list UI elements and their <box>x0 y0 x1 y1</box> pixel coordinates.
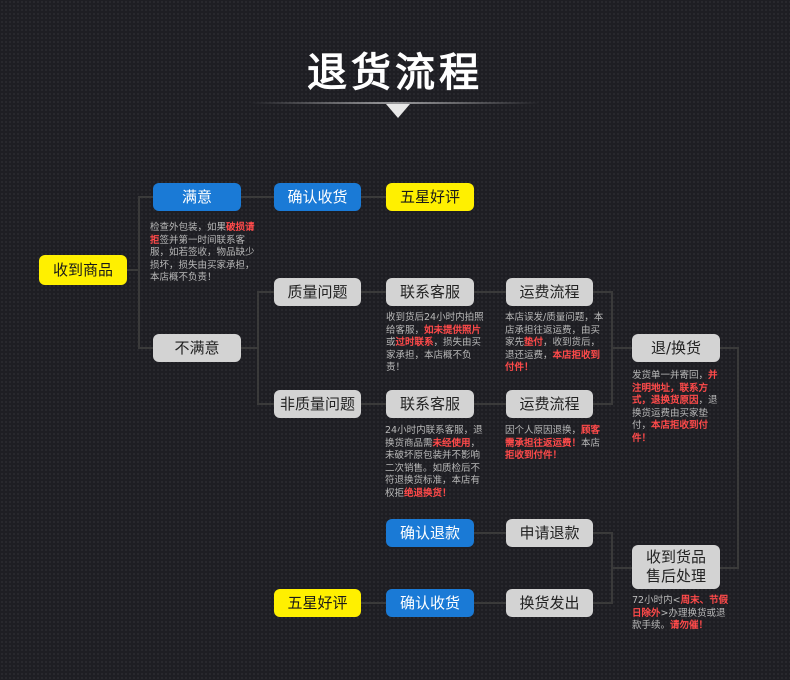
note-text: ，收到货后，退还运费， <box>505 337 601 361</box>
note-quality-cs: 收到货后24小时内拍照给客服，如未提供照片或过时联系，损失由买家承担，本店概不负… <box>386 312 488 375</box>
node-five-star-top: 五星好评 <box>386 183 474 211</box>
node-shipping-nonquality: 运费流程 <box>506 390 593 418</box>
note-text: 发货单一并寄回， <box>632 370 709 381</box>
note-satisfied: 检查外包装，如果破损请拒签并第一时间联系客服，如若签收，物品缺少损坏，损失由买家… <box>150 222 258 285</box>
title-divider <box>250 102 540 104</box>
page-title: 退货流程 <box>307 50 483 96</box>
node-return-exchange: 退/换货 <box>632 334 720 362</box>
note-text: 签并第一时间联系客服，如若签收，物品缺少损坏，损失由买家承担，本店概不负责！ <box>150 234 255 284</box>
node-shipping-quality: 运费流程 <box>506 278 593 306</box>
note-highlight-text: 请勿催！ <box>670 620 709 631</box>
note-text: 检查外包装，如果 <box>150 222 227 233</box>
note-text: 本店 <box>581 437 601 449</box>
node-five-star-bottom: 五星好评 <box>274 589 361 617</box>
note-highlight-text: 并注明地址，联系方式，退换货原因 <box>632 370 718 406</box>
after-sale-line2: 售后处理 <box>645 567 706 585</box>
node-unsatisfied: 不满意 <box>153 334 241 362</box>
note-highlight-text: 拒收到付件！ <box>505 450 563 461</box>
node-quality-issue: 质量问题 <box>274 278 361 306</box>
node-contact-cs-quality: 联系客服 <box>386 278 474 306</box>
note-highlight-text: 破损请拒 <box>150 222 255 246</box>
note-text: ，退换货运费由买家垫付， <box>632 395 718 431</box>
node-contact-cs-nonquality: 联系客服 <box>386 390 474 418</box>
note-text: 因个人原因退换， <box>505 425 582 436</box>
node-apply-refund: 申请退款 <box>506 519 593 547</box>
node-non-quality-issue: 非质量问题 <box>274 390 361 418</box>
node-confirm-refund: 确认退款 <box>386 519 474 547</box>
note-highlight-text: 未经使用 <box>432 437 471 449</box>
note-text: >办理换货或退款手续。 <box>632 607 726 632</box>
note-nonquality-cs: 24小时内联系客服，退换货商品需未经使用，未破坏原包装并不影响二次销售。如质检后… <box>385 425 489 500</box>
node-exchange-ship: 换货发出 <box>506 589 593 617</box>
node-confirm-receipt-top: 确认收货 <box>274 183 361 211</box>
note-return-exchange: 发货单一并寄回，并注明地址，联系方式，退换货原因，退换货运费由买家垫付，本店拒收… <box>632 370 724 445</box>
note-highlight-text: 本店拒收到付件！ <box>505 349 601 374</box>
title-arrow-icon <box>386 104 410 118</box>
note-highlight-text: 绝退换货！ <box>404 487 452 499</box>
note-text: 收到货后24小时内拍照给客服， <box>386 312 484 336</box>
note-text: ，损失由买家承担，本店概不负责！ <box>386 337 482 373</box>
note-highlight-text: 本店拒收到付件！ <box>632 420 709 444</box>
note-text: 或 <box>386 337 396 348</box>
note-highlight-text: 过时联系 <box>395 337 434 348</box>
note-quality-shipping: 本店误发/质量问题，本店承担往返运费，由买家先垫付，收到货后，退还运费，本店拒收… <box>505 312 607 375</box>
note-highlight-text: 顾客需承担往返运费！ <box>505 425 601 449</box>
note-highlight-text: 如未提供照片 <box>424 324 482 336</box>
note-highlight-text: 周末、节假日除外 <box>632 595 729 619</box>
note-highlight-text: 垫付 <box>524 337 544 348</box>
node-satisfied: 满意 <box>153 183 241 211</box>
note-after-sale: 72小时内<周末、节假日除外>办理换货或退款手续。请勿催！ <box>632 595 732 633</box>
note-text: 本店误发/质量问题，本店承担往返运费，由买家先 <box>505 312 604 348</box>
node-confirm-receipt-bottom: 确认收货 <box>386 589 474 617</box>
node-receive-goods: 收到商品 <box>39 255 127 285</box>
note-nonquality-shipping: 因个人原因退换，顾客需承担往返运费！本店拒收到付件！ <box>505 425 607 463</box>
note-text: ，未破坏原包装并不影响二次销售。如质检后不符退换货标准，本店有权拒 <box>385 437 481 499</box>
node-after-sale: 收到货品 售后处理 <box>632 545 720 589</box>
note-text: 72小时内< <box>632 595 681 606</box>
after-sale-line1: 收到货品 <box>645 548 706 566</box>
note-text: 24小时内联系客服，退换货商品需 <box>385 425 483 449</box>
